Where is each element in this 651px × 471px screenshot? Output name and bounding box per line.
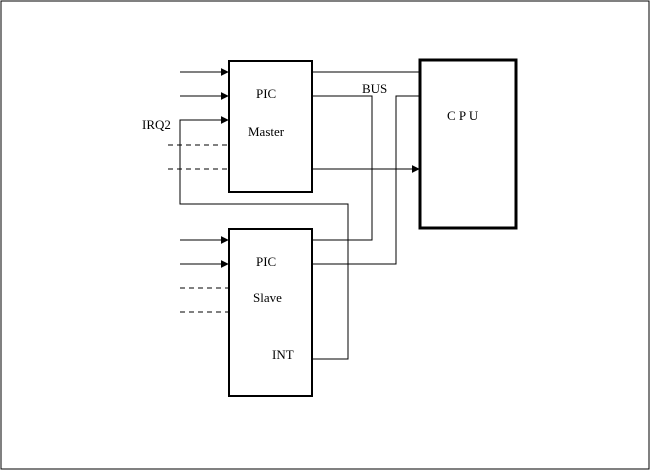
- slave-int-to-irq2-line: [179, 116, 349, 360]
- pic-slave-subtitle: Slave: [253, 290, 282, 305]
- pic-slave-box: [228, 228, 313, 397]
- pic-master-box: [228, 60, 313, 193]
- pic-slave-int-label: INT: [272, 347, 294, 362]
- cpu-label: C P U: [447, 108, 479, 123]
- irq2-label: IRQ2: [142, 117, 171, 132]
- bus-line-master-to-slave: [312, 95, 373, 241]
- bus-line-cpu-to-slave: [312, 95, 419, 265]
- pic-master-subtitle: Master: [248, 124, 285, 139]
- cpu-box: [418, 58, 518, 230]
- bus-label: BUS: [362, 81, 387, 96]
- pic-slave-title: PIC: [256, 254, 276, 269]
- pic-master-title: PIC: [256, 86, 276, 101]
